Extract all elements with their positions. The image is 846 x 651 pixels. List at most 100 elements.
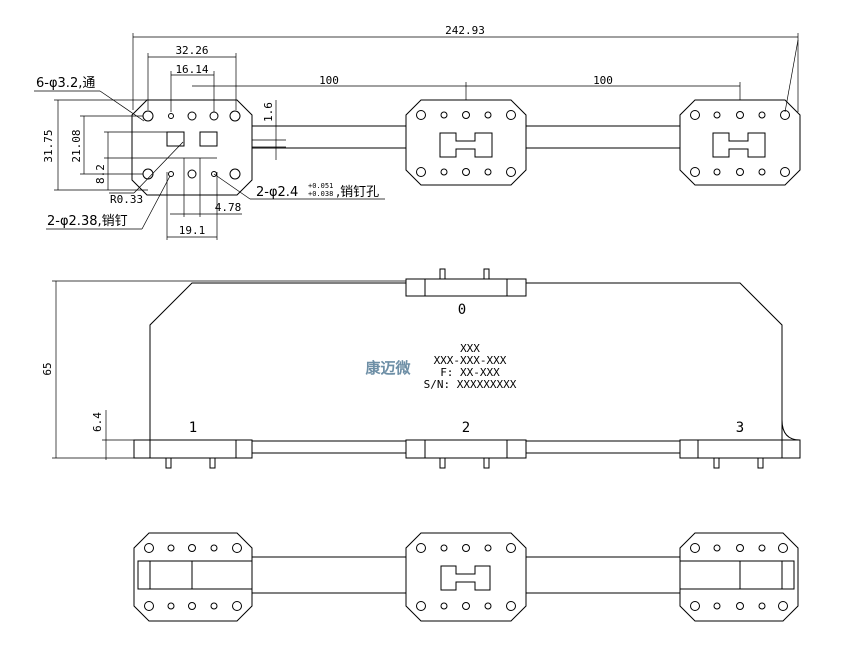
- port-3-pin-2: [757, 457, 764, 469]
- dim-flange-width: 32.26: [175, 44, 208, 57]
- port-1-flange: [133, 439, 253, 459]
- right-hole-10: [758, 168, 766, 176]
- bottom-left-channel: [137, 560, 253, 590]
- bl-hole-3: [144, 601, 154, 611]
- br-hole-3: [690, 601, 700, 611]
- bm-hole-7: [484, 544, 492, 552]
- pin-holes-leader: [213, 173, 251, 200]
- mid-hole-6: [462, 111, 470, 119]
- left-flange-slot-b: [199, 131, 218, 147]
- dim-slot-width: 4.78: [215, 201, 242, 214]
- port-2-pin-1: [439, 457, 446, 469]
- mid-hole-5: [440, 111, 448, 119]
- mid-hole-1: [416, 110, 426, 120]
- left-flange-slot-a: [166, 131, 185, 147]
- middle-flange: [405, 99, 527, 186]
- radius-leader: [133, 141, 184, 194]
- bl-hole-6: [188, 544, 196, 552]
- port-1-pin-1: [165, 457, 172, 469]
- right-hole-7: [758, 111, 766, 119]
- label-line-3: F: XX-XXX: [440, 366, 500, 379]
- bl-hole-10: [210, 602, 218, 610]
- bm-hole-6: [462, 544, 470, 552]
- left-hole-5: [187, 111, 197, 121]
- dim-hole-spacing: 16.14: [175, 63, 208, 76]
- brand-logo: 康迈微: [365, 359, 411, 377]
- left-hole-7: [187, 169, 197, 179]
- mid-hole-4: [506, 167, 516, 177]
- dim-flange-height: 31.75: [42, 129, 55, 162]
- through-holes-leader: [99, 90, 145, 122]
- port-0-label: 0: [458, 302, 466, 318]
- label-line-1: XXX: [460, 342, 480, 355]
- br-hole-1: [690, 543, 700, 553]
- bl-hole-4: [232, 601, 242, 611]
- side-view: 0 1 2 3 XXX XXX-XXX-XXX F: XX-XXX S/N: X…: [41, 268, 801, 469]
- right-flange-aperture: [712, 132, 766, 158]
- br-hole-9: [736, 602, 744, 610]
- left-pin-1: [168, 113, 174, 119]
- left-pin-2: [168, 171, 174, 177]
- bottom-right-flange: [679, 532, 799, 622]
- label-line-2: XXX-XXX-XXX: [434, 354, 507, 367]
- right-hole-8: [713, 168, 721, 176]
- mid-hole-3: [416, 167, 426, 177]
- dim-spacing-2: 100: [593, 74, 613, 87]
- body-right-upper: [526, 282, 783, 440]
- callout-pin-holes-main: 2-φ2.4: [256, 185, 298, 200]
- dim-side-height: 65: [41, 362, 54, 375]
- dim-overall-length: 242.93: [445, 24, 485, 37]
- br-hole-7: [758, 544, 766, 552]
- dim-inner-height: 21.08: [70, 129, 83, 162]
- port-1-pin-2: [209, 457, 216, 469]
- bm-hole-5: [440, 544, 448, 552]
- left-hole-2: [229, 110, 241, 122]
- mid-hole-10: [484, 168, 492, 176]
- port-0-flange: [405, 278, 527, 297]
- port-2-label: 2: [462, 420, 470, 436]
- port-3-pin-1: [713, 457, 720, 469]
- pins-leader: [141, 175, 171, 230]
- left-pin-hole: [211, 171, 217, 177]
- dim-base-thickness: 6.4: [91, 412, 104, 432]
- bm-hole-2: [506, 543, 516, 553]
- dim-ext-right-diag: [784, 39, 799, 113]
- mid-hole-7: [484, 111, 492, 119]
- right-hole-1: [690, 110, 700, 120]
- bm-hole-4: [506, 601, 516, 611]
- bl-hole-1: [144, 543, 154, 553]
- right-flange: [679, 99, 801, 186]
- mid-hole-2: [506, 110, 516, 120]
- bm-hole-1: [416, 543, 426, 553]
- callout-pin-holes-tol-upper: +0.051: [308, 182, 333, 190]
- port-0-pin-1: [439, 268, 446, 280]
- bottom-view: [133, 532, 799, 622]
- middle-flange-aperture: [439, 132, 493, 158]
- bl-hole-8: [167, 602, 175, 610]
- port-2-flange: [405, 439, 527, 459]
- bm-hole-9: [462, 602, 470, 610]
- left-hole-4: [229, 168, 241, 180]
- bl-hole-7: [210, 544, 218, 552]
- bm-hole-10: [484, 602, 492, 610]
- callout-pin-holes-tol-lower: +0.038: [308, 190, 333, 198]
- bottom-middle-aperture: [440, 565, 491, 591]
- mid-hole-9: [462, 168, 470, 176]
- port-0-pin-2: [483, 268, 490, 280]
- right-hole-4: [780, 167, 790, 177]
- fillet-right: [781, 419, 801, 441]
- bm-hole-3: [416, 601, 426, 611]
- bl-hole-2: [232, 543, 242, 553]
- bottom-left-flange: [133, 532, 253, 622]
- dim-spacing-1: 100: [319, 74, 339, 87]
- callout-through-holes: 6-φ3.2,通: [36, 76, 95, 91]
- dim-pin-spacing: 19.1: [179, 224, 206, 237]
- port-3-flange: [679, 439, 801, 459]
- right-hole-3: [690, 167, 700, 177]
- port-1-label: 1: [189, 420, 197, 436]
- br-hole-2: [778, 543, 788, 553]
- br-hole-6: [736, 544, 744, 552]
- dim-slot-height: 8.2: [94, 164, 107, 184]
- port-3-label: 3: [736, 420, 744, 436]
